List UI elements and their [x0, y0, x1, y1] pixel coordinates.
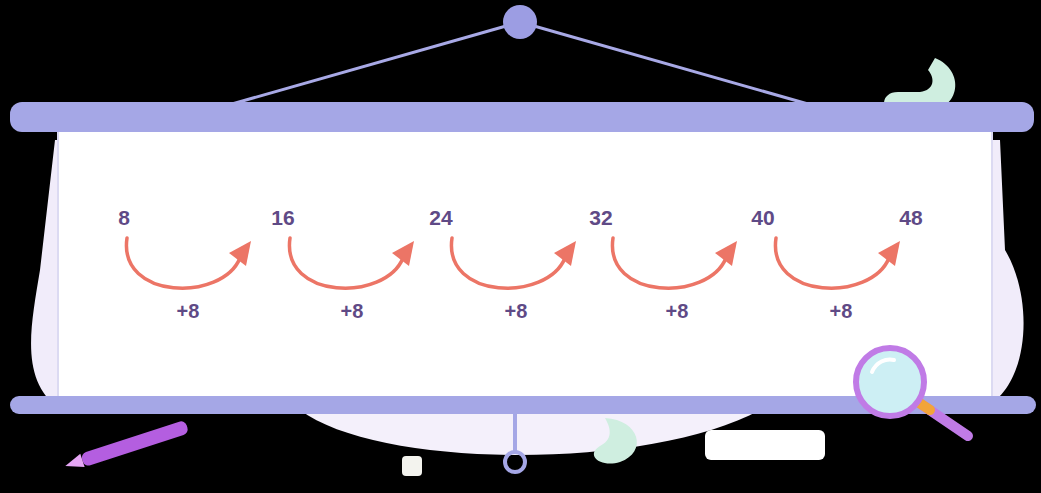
sequence-number: 8	[118, 207, 130, 228]
step-label: +8	[177, 301, 200, 321]
screen-border	[58, 128, 992, 398]
stand-ring	[505, 452, 525, 472]
sequence-number: 32	[589, 207, 612, 228]
hanger-knob	[503, 5, 537, 39]
decor-patch	[705, 430, 825, 460]
sequence-number: 40	[751, 207, 774, 228]
jump-arrow	[289, 238, 414, 288]
step-label: +8	[505, 301, 528, 321]
jump-arrow	[451, 238, 576, 288]
top-bar	[10, 102, 1034, 132]
jump-arrow	[612, 238, 737, 288]
background-blob	[300, 410, 760, 455]
decor-shape	[594, 418, 637, 464]
jump-arrow	[126, 238, 251, 288]
hanger-line	[520, 22, 808, 104]
jump-arrows	[126, 238, 900, 288]
screen	[58, 128, 992, 398]
pencil-icon	[63, 420, 189, 473]
decor-square	[402, 456, 422, 476]
step-label: +8	[341, 301, 364, 321]
magnifier-icon	[856, 348, 968, 436]
step-label: +8	[666, 301, 689, 321]
sequence-number: 16	[271, 207, 294, 228]
step-label: +8	[830, 301, 853, 321]
sequence-number: 48	[899, 207, 922, 228]
hanger-line	[232, 22, 520, 104]
stand-line	[513, 414, 517, 452]
sequence-number: 24	[429, 207, 452, 228]
jump-arrow	[775, 238, 900, 288]
